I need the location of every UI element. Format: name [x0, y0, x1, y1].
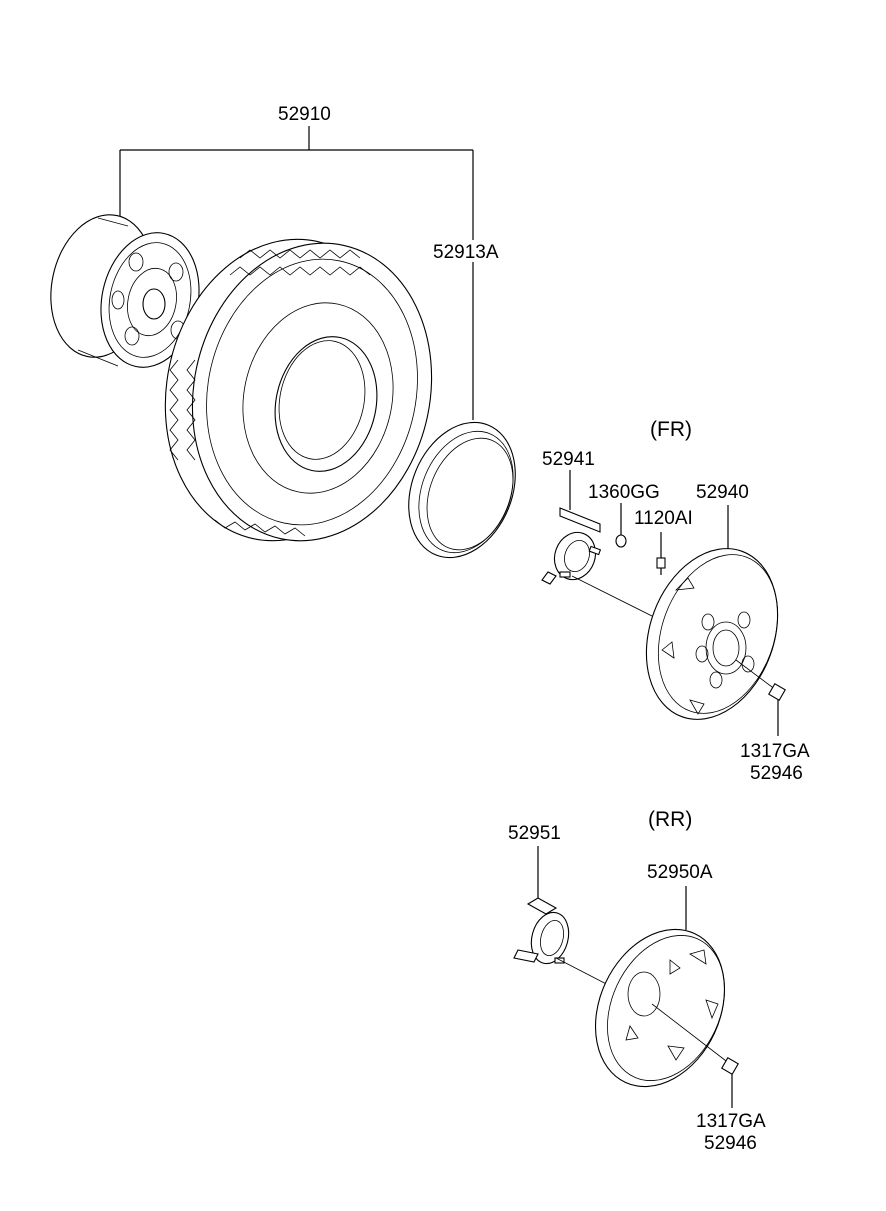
label-front-52946: 52946	[750, 763, 803, 784]
label-52941: 52941	[542, 449, 595, 470]
label-52910: 52910	[278, 104, 331, 125]
label-front-1317ga: 1317GA	[740, 741, 810, 762]
label-rear-52946: 52946	[704, 1133, 757, 1154]
label-1120ai: 1120AI	[634, 508, 693, 529]
tire-illustration	[164, 238, 433, 542]
front-hub-nut-illustration	[768, 683, 786, 736]
label-52950a: 52950A	[647, 862, 713, 883]
nut-1360-illustration	[615, 503, 627, 548]
tire-flap-illustration	[408, 421, 516, 559]
steel-rim-illustration	[50, 214, 200, 368]
label-rear-1317ga: 1317GA	[696, 1111, 766, 1132]
bolt-1120-illustration	[656, 532, 666, 575]
label-52940: 52940	[696, 482, 749, 503]
rear-bracket-illustration	[513, 846, 619, 991]
label-52951: 52951	[508, 823, 561, 844]
rear-wheel-cover-illustration	[594, 886, 731, 1088]
label-1360gg: 1360GG	[588, 482, 660, 503]
assembly-bracket-lines	[119, 126, 474, 420]
label-front-section: (FR)	[650, 418, 692, 441]
label-52913a: 52913A	[433, 242, 499, 263]
front-wheel-cover-illustration	[645, 505, 779, 720]
label-rear-section: (RR)	[648, 808, 692, 831]
rear-hub-nut-illustration	[721, 1057, 739, 1108]
front-bracket-illustration	[541, 470, 661, 621]
